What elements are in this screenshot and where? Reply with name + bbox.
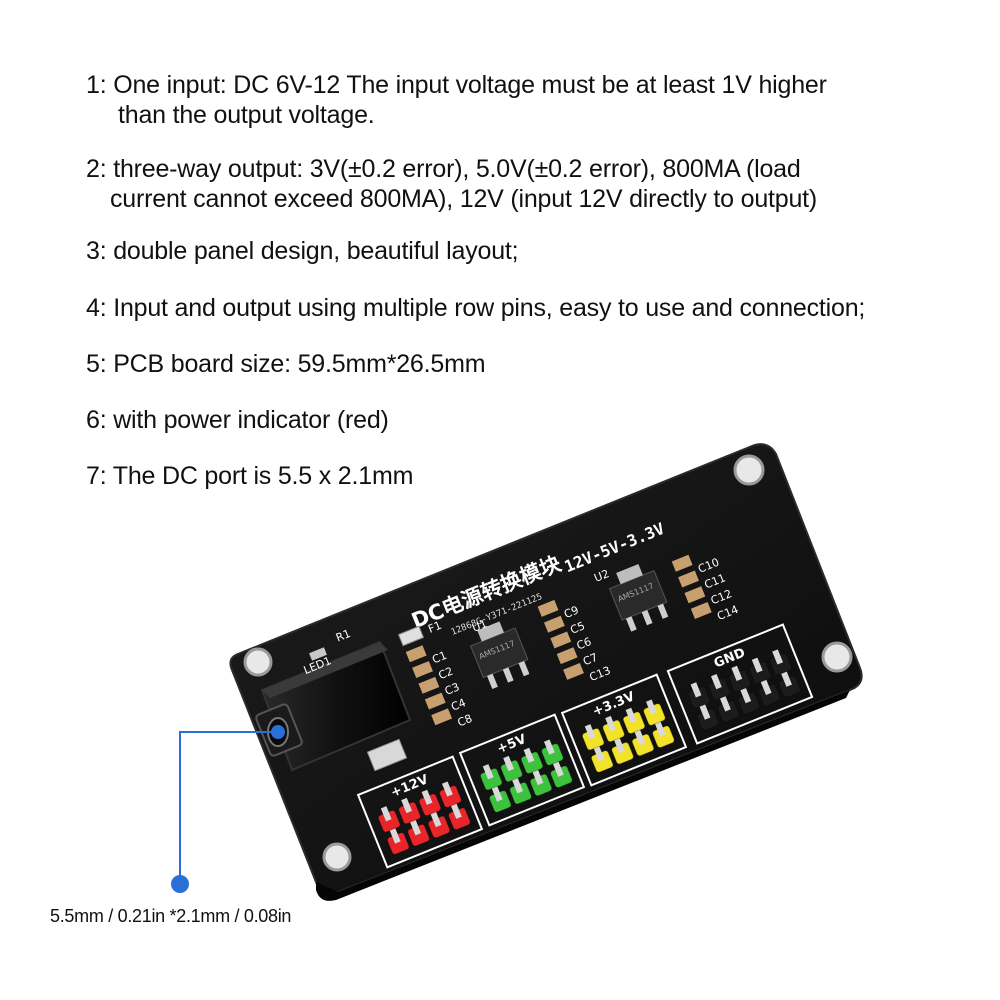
pins-5v: +5V <box>458 713 586 827</box>
spec-number: 4: <box>86 294 107 322</box>
header-pin-metal <box>699 704 711 720</box>
spec-item-5: 5: PCB board size: 59.5mm*26.5mm <box>86 349 966 379</box>
spec-item-7: 7: The DC port is 5.5 x 2.1mm <box>86 461 966 491</box>
header-pin-metal <box>491 786 503 802</box>
header-pin-metal <box>380 806 392 822</box>
spec-text: The DC port is 5.5 x 2.1mm <box>106 462 414 490</box>
spec-text: with power indicator (red) <box>106 406 389 434</box>
header-pin-metal <box>625 707 637 723</box>
header-pin-metal <box>605 715 617 732</box>
pcb-edge <box>316 690 850 901</box>
header-pin-metal <box>523 747 535 763</box>
header-pin-metal <box>772 649 784 665</box>
spec-text: Input and output using multiple row pins… <box>106 294 866 322</box>
cap-label: C2 <box>437 665 455 683</box>
cap-label: C4 <box>449 696 467 714</box>
spec-text: One input: DC 6V-12 The input voltage mu… <box>106 71 827 99</box>
header-pin-metal <box>760 679 772 696</box>
header-pin-metal <box>614 738 626 754</box>
header-pin-metal <box>645 699 657 715</box>
callout-dot-icon <box>171 875 189 893</box>
spec-number: 5: <box>86 350 107 378</box>
cap-label: C5 <box>568 619 586 637</box>
header-pin-metal <box>421 789 433 805</box>
header-pin-metal <box>751 657 763 673</box>
regulator-u2: AMS1117 <box>608 563 669 632</box>
f1-label: F1 <box>426 619 443 636</box>
spec-number: 1: <box>86 71 107 99</box>
header-pin-metal <box>410 820 422 836</box>
spec-text: double panel design, beautiful layout; <box>106 237 519 265</box>
spec-text: three-way output: 3V(±0.2 error), 5.0V(±… <box>106 155 801 183</box>
header-pin-metal <box>430 811 442 828</box>
header-pin-metal <box>552 761 564 777</box>
fuse-icon <box>397 625 425 647</box>
header-pin-metal <box>711 674 722 690</box>
header-pin-metal <box>532 769 544 786</box>
cap-label: C8 <box>456 712 474 730</box>
spec-item-2: 2: three-way output: 3V(±0.2 error), 5.0… <box>86 154 966 214</box>
cap-label: C7 <box>581 651 599 669</box>
spec-text-continued: current cannot exceed 800MA), 12V (input… <box>110 185 818 213</box>
header-pin-metal <box>781 671 792 687</box>
cap-label: C1 <box>430 649 448 667</box>
header-pin-metal <box>389 828 401 844</box>
spec-item-4: 4: Input and output using multiple row p… <box>86 293 966 323</box>
pin-group-outline <box>560 673 688 787</box>
cap-label: C3 <box>443 680 461 698</box>
spec-number: 2: <box>86 155 107 183</box>
header-pin-metal <box>740 688 752 704</box>
dc-barrel-jack <box>255 640 412 772</box>
spec-item-6: 6: with power indicator (red) <box>86 405 966 435</box>
pin-group-outline <box>356 755 484 869</box>
dimension-caption: 5.5mm / 0.21in *2.1mm / 0.08in <box>50 906 292 926</box>
header-pin-metal <box>690 682 702 698</box>
capacitors-left: C1 C2 C3 C4 C8 <box>405 645 474 730</box>
header-pin-metal <box>719 696 731 712</box>
pin-group-outline <box>666 623 814 745</box>
header-pin-metal <box>654 721 666 737</box>
u2-label: U2 <box>592 567 611 585</box>
mounting-holes <box>243 454 853 872</box>
header-pin-metal <box>401 797 413 814</box>
u1-label: U1 <box>470 617 489 635</box>
r1-label: R1 <box>334 627 352 645</box>
header-pin-metal <box>441 781 453 797</box>
header-pin-metal <box>482 764 494 780</box>
header-pin-metal <box>543 739 555 755</box>
pin-group-outline <box>458 713 586 827</box>
cap-label: C6 <box>575 635 593 653</box>
header-pin-metal <box>634 729 646 746</box>
header-pin-metal <box>593 746 605 762</box>
spec-item-1: 1: One input: DC 6V-12 The input voltage… <box>86 70 966 130</box>
dimension-callout <box>171 725 285 893</box>
header-pin-metal <box>512 778 524 794</box>
spec-number: 6: <box>86 406 107 434</box>
header-pin-metal <box>450 803 462 819</box>
spec-item-3: 3: double panel design, beautiful layout… <box>86 236 966 266</box>
pins-3v3: +3.3V <box>560 673 688 787</box>
header-pin-metal <box>584 724 596 740</box>
header-pin-metal <box>503 755 515 772</box>
header-pin-metal <box>731 665 743 682</box>
power-led-icon <box>309 647 327 661</box>
spec-text-continued: than the output voltage. <box>118 101 375 129</box>
pins-gnd: GND <box>666 623 814 745</box>
spec-text: PCB board size: 59.5mm*26.5mm <box>106 350 486 378</box>
spec-number: 7: <box>86 462 107 490</box>
regulator-u1: AMS1117 <box>469 621 530 689</box>
cap-label: C9 <box>562 603 580 621</box>
spec-number: 3: <box>86 237 107 265</box>
